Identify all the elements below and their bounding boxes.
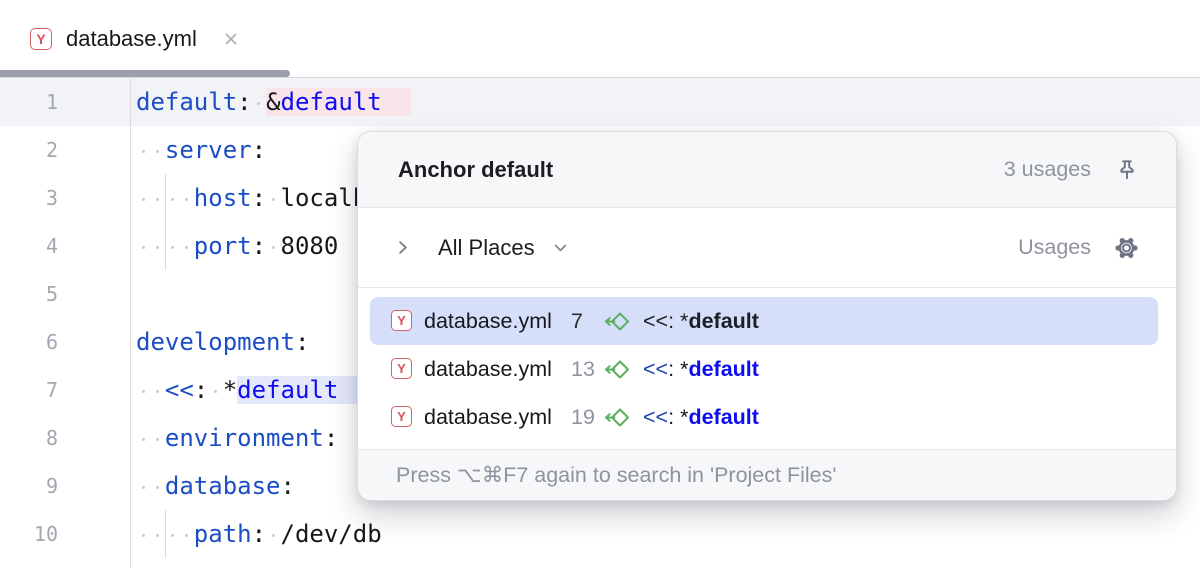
code-line[interactable]: 10 path: /dev/db	[0, 510, 1200, 558]
usage-filename: database.yml	[424, 309, 552, 333]
view-tab-usages[interactable]: Usages	[1018, 235, 1091, 259]
code-line[interactable]: 8 environment:	[0, 414, 1200, 462]
whitespace-dot	[213, 390, 217, 393]
code-line[interactable]: 9 database:	[0, 462, 1200, 510]
whitespace-dot	[185, 246, 189, 249]
code-line[interactable]: 7 <<: *default	[0, 366, 1200, 414]
code-line[interactable]: 1 default: &default	[0, 78, 1200, 126]
popup-header: Anchor default 3 usages	[358, 132, 1176, 208]
indent-guide	[165, 174, 166, 270]
whitespace-dot	[141, 198, 145, 201]
code-line[interactable]: 4 port: 8080	[0, 222, 1200, 270]
scope-row: All Places Usages	[358, 208, 1176, 288]
line-number: 5	[45, 282, 58, 306]
merge-usage-icon	[603, 358, 630, 381]
line-number: 9	[45, 474, 58, 498]
whitespace-dot	[170, 246, 174, 249]
usage-file-icon: Y	[391, 310, 412, 331]
popup-footer: Press ⌥⌘F7 again to search in 'Project F…	[358, 449, 1176, 500]
find-usages-popup: Anchor default 3 usages All Places Usage…	[357, 131, 1177, 501]
whitespace-dot	[141, 438, 145, 441]
whitespace-dot	[156, 150, 160, 153]
whitespace-dot	[170, 534, 174, 537]
whitespace-dot	[156, 438, 160, 441]
whitespace-dot	[141, 486, 145, 489]
usage-filename: database.yml	[424, 357, 552, 381]
whitespace-dot	[156, 390, 160, 393]
gutter-separator	[130, 78, 131, 568]
code-text: port: 8080	[193, 232, 339, 260]
whitespace-dot	[271, 246, 275, 249]
expand-chevron-icon[interactable]	[391, 236, 414, 259]
usage-file-icon: Y	[391, 406, 412, 427]
usage-code-snippet: <<: *default	[643, 309, 759, 333]
whitespace-dot	[271, 198, 275, 201]
usage-count-badge: 3 usages	[1003, 157, 1091, 181]
whitespace-dot	[141, 150, 145, 153]
settings-gear-icon[interactable]	[1113, 234, 1140, 261]
code-text: database:	[164, 472, 295, 500]
line-number: 10	[33, 522, 58, 546]
usage-filename: database.yml	[424, 405, 552, 429]
usage-line-number: 13	[571, 357, 595, 381]
active-tab-indicator	[0, 70, 290, 77]
whitespace-dot	[156, 486, 160, 489]
scope-selector[interactable]: All Places	[438, 235, 572, 261]
tab-label: database.yml	[66, 25, 197, 51]
code-line[interactable]: 2 server:	[0, 126, 1200, 174]
whitespace-dot	[141, 390, 145, 393]
line-number: 7	[45, 378, 58, 402]
line-number: 4	[45, 234, 58, 258]
scope-label: All Places	[438, 234, 535, 260]
usage-code-snippet: <<: *default	[643, 357, 759, 381]
whitespace-dot	[141, 246, 145, 249]
whitespace-dot	[156, 534, 160, 537]
code-text: default: &default	[136, 78, 411, 126]
usage-line-number: 7	[571, 309, 583, 333]
merge-usage-icon	[603, 406, 630, 429]
code-text: development:	[136, 328, 310, 356]
whitespace-dot	[271, 534, 275, 537]
code-line[interactable]: 5	[0, 270, 1200, 318]
usage-code-snippet: <<: *default	[643, 405, 759, 429]
usage-file-icon: Y	[391, 358, 412, 379]
tab-close-icon[interactable]	[219, 27, 243, 51]
whitespace-dot	[156, 246, 160, 249]
whitespace-dot	[185, 198, 189, 201]
indent-guide	[165, 510, 166, 558]
whitespace-dot	[185, 534, 189, 537]
chevron-down-icon	[554, 244, 566, 252]
usage-line-number: 19	[571, 405, 595, 429]
line-number: 6	[45, 330, 58, 354]
pin-icon[interactable]	[1113, 156, 1140, 183]
line-number: 1	[45, 90, 58, 114]
code-text: environment:	[164, 424, 339, 452]
whitespace-dot	[257, 102, 261, 105]
line-number: 2	[45, 138, 58, 162]
editor-tab-database-yml[interactable]: Y database.yml	[0, 0, 290, 77]
whitespace-dot	[141, 534, 145, 537]
line-number: 8	[45, 426, 58, 450]
line-number: 3	[45, 186, 58, 210]
code-text: server:	[164, 136, 267, 164]
merge-usage-icon	[603, 310, 630, 333]
whitespace-dot	[156, 198, 160, 201]
code-line[interactable]: 6 development:	[0, 318, 1200, 366]
code-text: <<: *default	[165, 366, 368, 414]
popup-title: Anchor default	[398, 156, 554, 182]
tab-bar: Y database.yml	[0, 0, 1200, 78]
whitespace-dot	[170, 198, 174, 201]
footer-hint: Press ⌥⌘F7 again to search in 'Project F…	[396, 462, 837, 487]
yaml-file-icon: Y	[30, 27, 52, 50]
code-text: path: /dev/db	[193, 520, 382, 548]
